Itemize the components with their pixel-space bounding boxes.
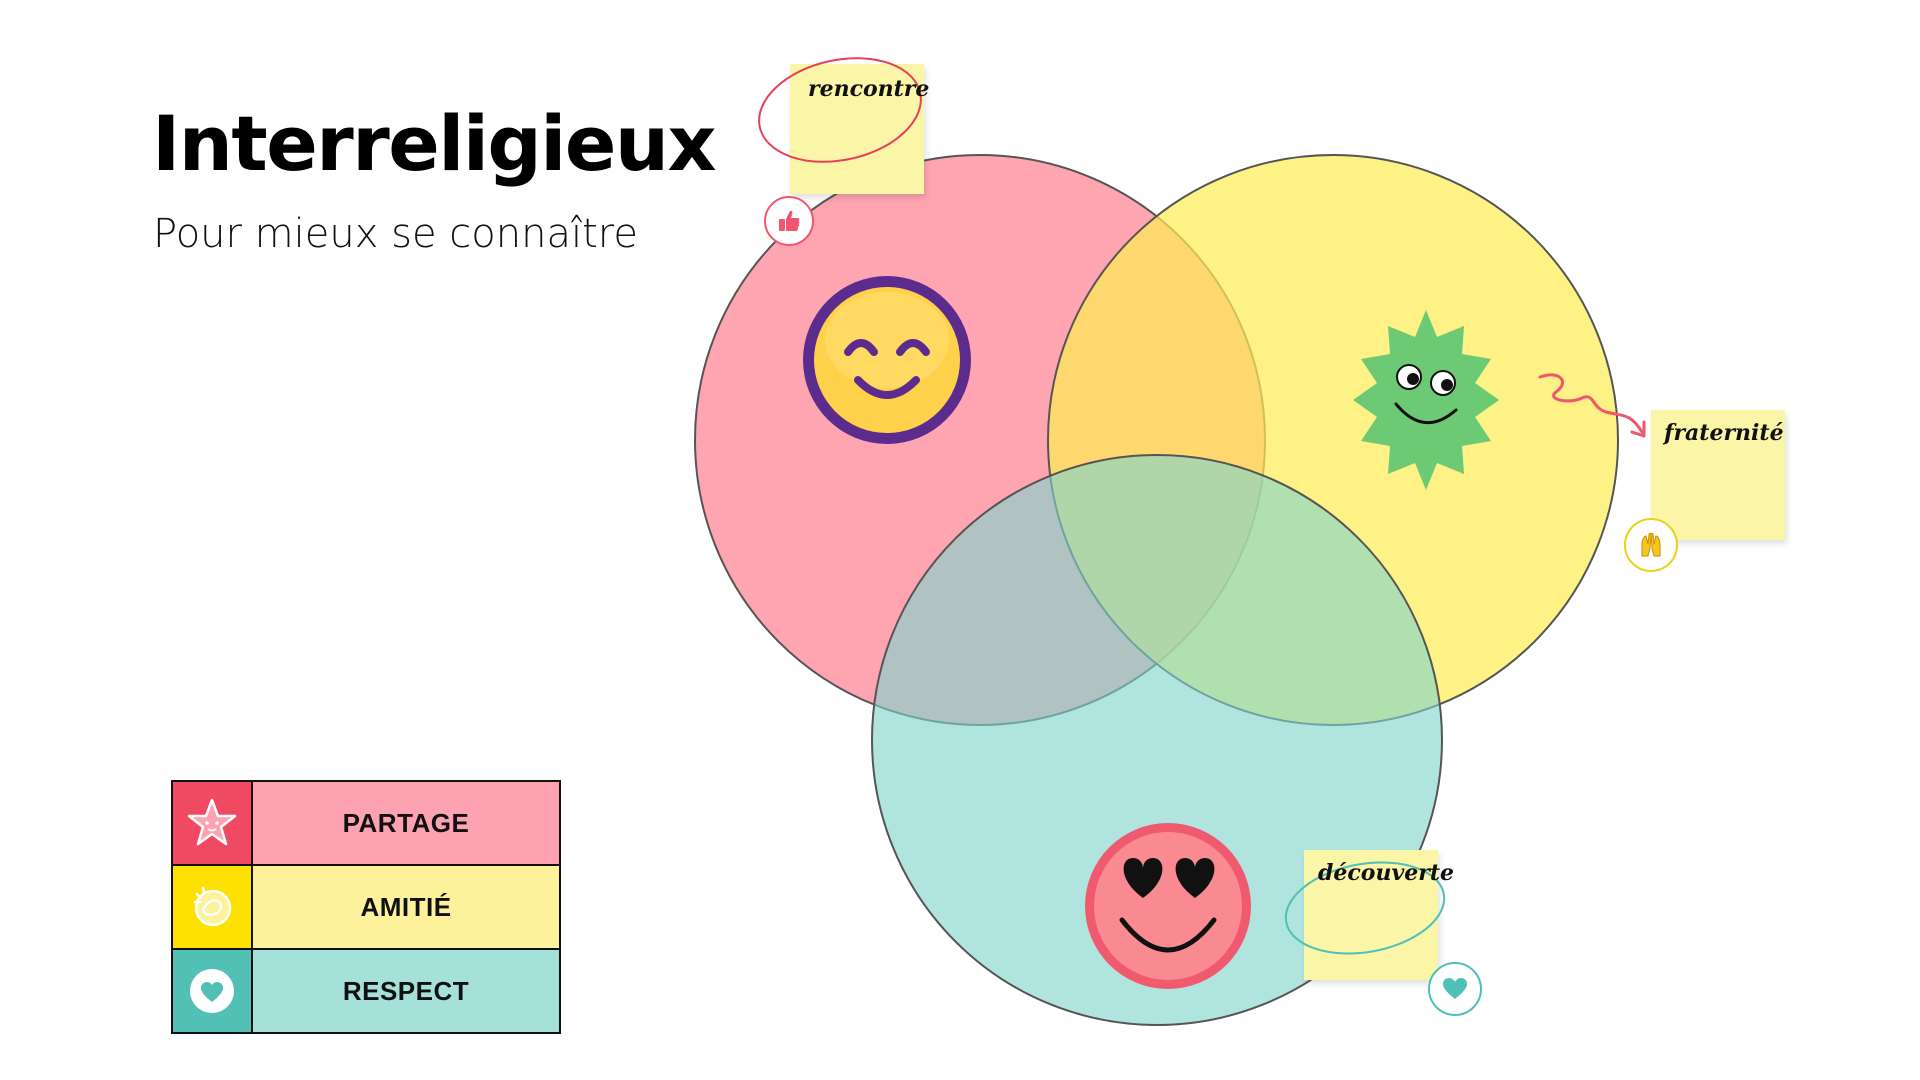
sticky-note-label: fraternité — [1664, 420, 1784, 446]
highlight-circle — [1284, 861, 1446, 955]
highlight-circle — [758, 57, 922, 163]
page-title: Interreligieux — [152, 99, 717, 188]
thumbs-up-icon[interactable] — [764, 196, 814, 246]
sticky-note-rencontre[interactable] — [790, 64, 924, 194]
handshake-icon — [173, 866, 253, 948]
heart-eyes-face-icon — [1085, 823, 1251, 989]
legend: PARTAGE AMITIÉ RESPECT — [171, 780, 561, 1034]
sticky-note-label: découverte — [1318, 860, 1454, 886]
legend-row-partage: PARTAGE — [173, 782, 559, 864]
smiling-face-icon — [803, 276, 971, 444]
happy-sun-icon — [1353, 310, 1499, 490]
legend-label: RESPECT — [253, 950, 559, 1032]
sticky-note-fraternite[interactable] — [1651, 410, 1785, 540]
venn-circle-respect[interactable] — [871, 454, 1443, 1026]
sticky-note-label: rencontre — [808, 76, 930, 102]
arrow-icon — [1538, 373, 1646, 438]
legend-row-amitie: AMITIÉ — [173, 864, 559, 948]
star-icon — [173, 782, 253, 864]
legend-row-respect: RESPECT — [173, 948, 559, 1032]
page-subtitle: Pour mieux se connaître — [153, 211, 638, 257]
sticky-note-decouverte[interactable] — [1304, 850, 1438, 980]
legend-label: AMITIÉ — [253, 866, 559, 948]
raised-hands-icon[interactable] — [1624, 518, 1678, 572]
heart-icon — [173, 950, 253, 1032]
legend-label: PARTAGE — [253, 782, 559, 864]
heart-icon[interactable] — [1428, 962, 1482, 1016]
